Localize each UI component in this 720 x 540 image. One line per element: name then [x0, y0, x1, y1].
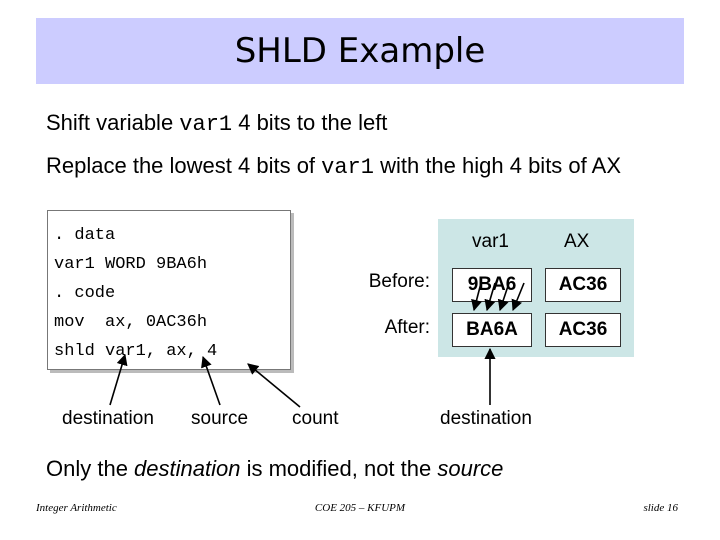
- row-label-before: Before:: [368, 271, 430, 292]
- summary-em1: destination: [134, 456, 241, 481]
- footer-right: slide 16: [643, 502, 678, 514]
- line1-code: var1: [179, 112, 233, 137]
- summary-em2: source: [437, 456, 504, 481]
- shift-arrow: [511, 282, 525, 312]
- bullet-line-1: Shift variable var1 4 bits to the left: [46, 110, 387, 137]
- line1-pre: Shift variable: [46, 110, 180, 135]
- cell-ax-before: AC36: [545, 268, 621, 302]
- line2-post: with the high 4 bits of AX: [373, 153, 622, 178]
- shift-arrow: [471, 282, 482, 312]
- code-line: . code: [54, 284, 116, 303]
- footer-left: Integer Arithmetic: [36, 502, 117, 514]
- summary-pre: Only the: [46, 456, 135, 481]
- arrow-destination: [109, 353, 128, 406]
- arrow-source: [201, 355, 221, 406]
- bullet-line-2: Replace the lowest 4 bits of var1 with t…: [46, 153, 621, 180]
- arrow-count: [247, 363, 301, 408]
- label-source: source: [191, 408, 249, 429]
- code-box: . data var1 WORD 9BA6h . code mov ax, 0A…: [47, 210, 291, 370]
- label-count: count: [292, 408, 339, 429]
- shift-arrow: [484, 282, 496, 312]
- summary-line: Only the destination is modified, not th…: [46, 456, 503, 482]
- cell-var1-after: BA6A: [452, 313, 532, 347]
- line2-code: var1: [321, 155, 374, 180]
- label-destination-2: destination: [440, 408, 532, 429]
- cell-ax-after: AC36: [545, 313, 621, 347]
- code-line: mov ax, 0AC36h: [54, 313, 208, 332]
- header-var1: var1: [472, 231, 509, 252]
- title-bar: SHLD Example: [36, 18, 684, 84]
- slide-title: SHLD Example: [234, 31, 486, 71]
- line2-pre: Replace the lowest 4 bits of: [46, 153, 322, 178]
- code-line: var1 WORD 9BA6h: [54, 255, 208, 274]
- footer-center: COE 205 – KFUPM: [314, 502, 406, 514]
- line1-post: 4 bits to the left: [232, 110, 388, 135]
- code-line: . data: [54, 226, 116, 245]
- label-destination: destination: [62, 408, 154, 429]
- header-ax: AX: [564, 231, 590, 252]
- summary-mid: is modified, not the: [240, 456, 438, 481]
- row-label-after: After:: [384, 317, 430, 338]
- shift-arrow: [497, 282, 510, 312]
